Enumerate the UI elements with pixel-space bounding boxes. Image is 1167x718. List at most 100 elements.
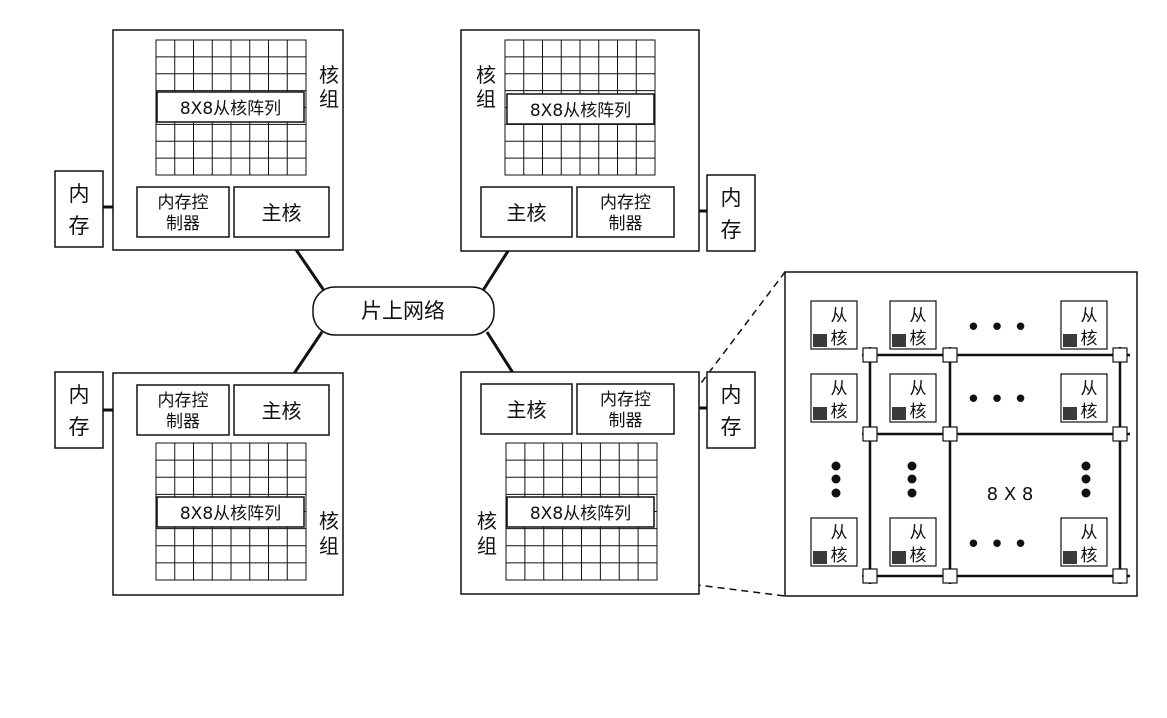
slave-core-label-line2: 核 [831,546,848,566]
zoom-line-bottom [657,579,786,597]
core-group-label-line1: 核 [477,509,497,533]
slave-core-label-line2: 核 [1081,546,1098,566]
core-group-top-left: 8X8从核阵列内存控制器主核核组内存 [54,29,344,251]
slave-core-label-line1: 从 [831,379,848,399]
ellipsis-horizontal: • • • [966,530,1029,560]
core-group-label-line2: 组 [476,87,496,111]
memory-controller-label-line2: 制器 [166,214,200,234]
slave-core-label-line2: 核 [831,329,848,349]
slave-core-cache-fill [892,334,906,347]
ellipsis-vertical-dot [907,488,917,498]
slave-core: 从核 [1060,373,1108,423]
memory-controller-label-line1: 内存控 [158,391,209,411]
slave-core-cache-fill [813,551,827,564]
slave-core-grid [155,442,307,581]
slave-array-label-box [156,496,305,528]
slave-core: 从核 [1060,300,1108,350]
core-group-label: 核组 [476,63,496,111]
memory-box [54,170,104,248]
ellipsis-vertical-dot [831,488,841,498]
memory-label: 内存 [69,182,90,238]
memory-controller-box [136,384,230,436]
memory-controller-label-line1: 内存控 [158,193,209,213]
router-node [942,568,958,584]
memory-label-line2: 存 [721,218,742,242]
slave-core: 从核 [810,517,858,567]
slave-array-label-box [156,91,305,123]
slave-core-label-line2: 核 [910,546,927,566]
memory-box [54,371,104,449]
router-node [1112,568,1128,584]
slave-array-label-box [506,496,655,528]
main-core-label: 主核 [262,201,302,225]
memory-label: 内存 [721,383,742,439]
slave-array-label: 8X8从核阵列 [530,504,631,524]
ellipsis-horizontal: • • • [966,385,1029,415]
router-node [862,347,878,363]
router-node [1112,426,1128,442]
slave-core-cache-fill [892,407,906,420]
ellipsis-vertical-dot [1081,461,1091,471]
slave-core-label-line2: 核 [1081,402,1098,422]
core-group-label-line2: 组 [477,534,497,558]
slave-array-label-box [506,93,655,125]
memory-box [706,371,756,449]
router-node [1112,347,1128,363]
core-group-label-line1: 核 [319,509,339,533]
memory-label: 内存 [721,186,742,242]
memory-controller-box [576,186,675,238]
core-group-label-line1: 核 [319,63,339,87]
core-group-label-line1: 核 [476,63,496,87]
slave-core: 从核 [889,300,937,350]
memory-label-line2: 存 [721,415,742,439]
mesh-network [862,347,1130,584]
router-node [942,426,958,442]
core-group-label: 核组 [319,509,339,558]
main-core-box [233,186,330,238]
main-core-label: 主核 [507,398,547,422]
main-core-label: 主核 [262,399,302,423]
slave-core: 从核 [810,373,858,423]
memory-controller-label-line2: 制器 [166,412,200,432]
main-core-label: 主核 [507,201,547,225]
main-core-box [480,383,573,435]
slave-core-label-line1: 从 [831,306,848,326]
memory-label-line2: 存 [69,214,90,238]
slave-core-cache-fill [1063,551,1077,564]
slave-array-label: 8X8从核阵列 [180,99,281,119]
memory-controller-label-line2: 制器 [609,214,643,234]
slave-core-label-line1: 从 [910,379,927,399]
slave-core-cache-fill [1063,407,1077,420]
memory-controller-box [576,383,675,435]
slave-core-cache-fill [1063,334,1077,347]
memory-label: 内存 [69,383,90,439]
slave-core-label-line2: 核 [910,329,927,349]
ellipsis-vertical-dot [1081,488,1091,498]
core-group-bottom-left: 8X8从核阵列内存控制器主核核组内存 [54,371,344,596]
slave-core-label-line2: 核 [910,402,927,422]
main-core-box [480,186,573,238]
core-group-label-line2: 组 [319,534,339,558]
detail-size-label: 8 X 8 [987,484,1034,505]
memory-box [706,174,756,252]
ellipsis-vertical-dot [831,461,841,471]
memory-controller-label-line1: 内存控 [600,390,651,410]
ellipsis-vertical-dot [831,474,841,484]
ellipsis-horizontal: • • • [966,313,1029,343]
memory-label-line1: 内 [69,182,90,206]
slave-core-cache-fill [892,551,906,564]
slave-core-cache-fill [813,407,827,420]
memory-label-line2: 存 [69,415,90,439]
router-node [862,426,878,442]
memory-label-line1: 内 [69,383,90,407]
slave-core-label-line2: 核 [831,402,848,422]
main-core-box [233,384,330,436]
network-label: 片上网络 [361,299,445,323]
